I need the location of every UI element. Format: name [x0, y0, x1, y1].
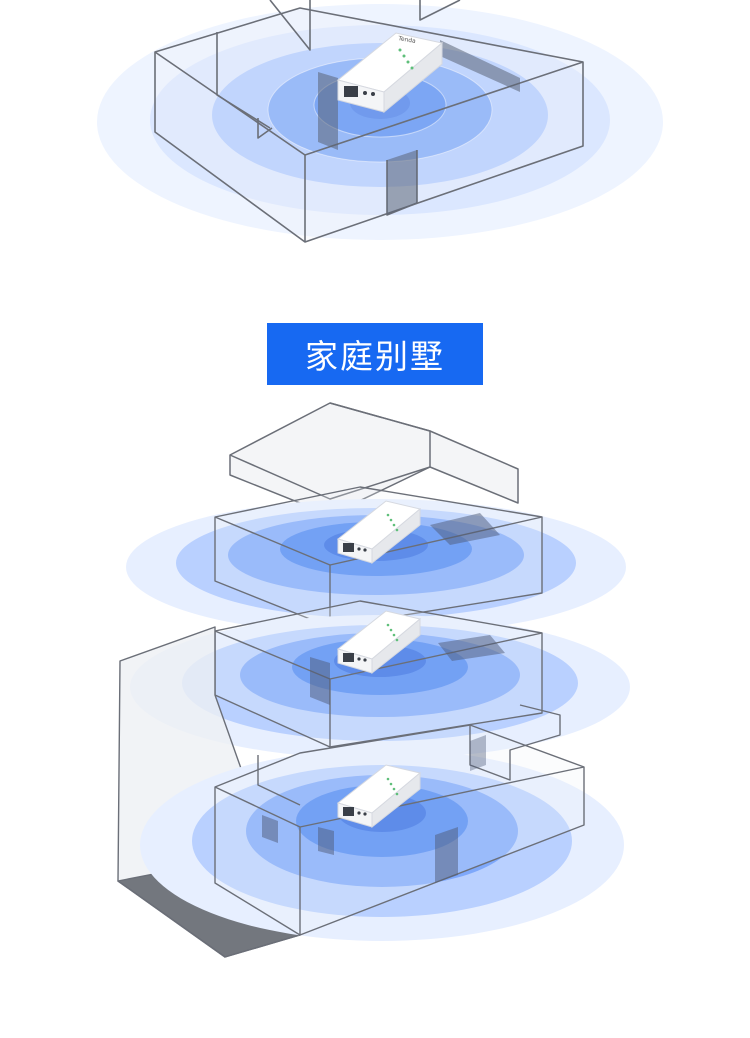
powerline-adapter-floor-3 — [336, 500, 422, 565]
apartment-coverage-illustration: Tenda — [97, 0, 663, 243]
roof — [229, 402, 519, 516]
powerline-adapter-floor-2 — [336, 610, 422, 675]
floor-1 — [140, 704, 624, 941]
interior-walls-top — [318, 40, 520, 215]
powerline-adapter-top: Tenda — [336, 32, 444, 114]
section-title: 家庭别墅 — [267, 323, 483, 385]
powerline-adapter-floor-1 — [336, 764, 422, 829]
villa-coverage-illustration — [117, 402, 630, 958]
device-brand-text: Tenda — [397, 35, 417, 45]
